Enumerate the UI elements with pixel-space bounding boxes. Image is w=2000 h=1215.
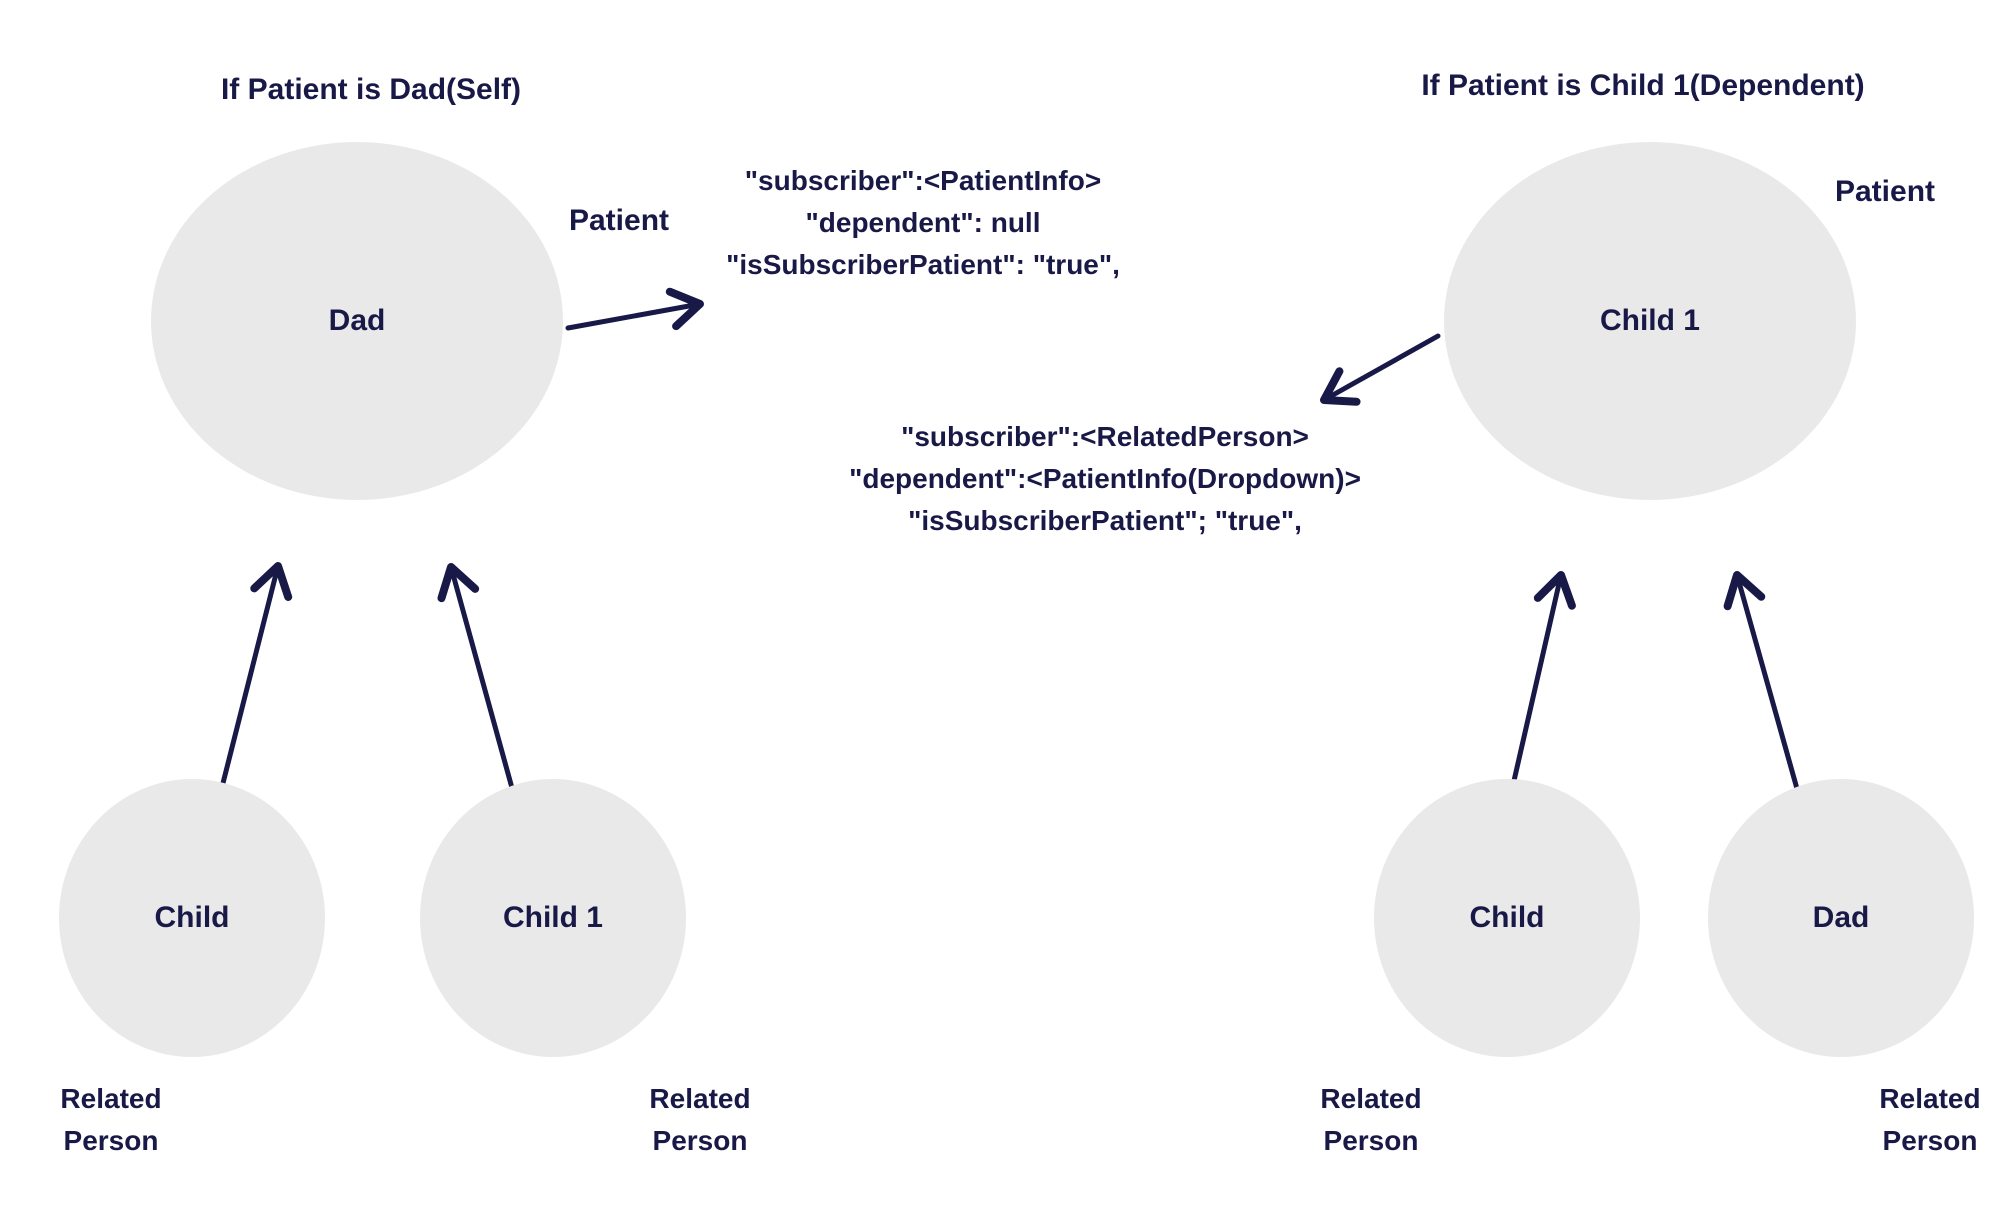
right-patient-label: Patient (1834, 175, 1936, 208)
right-dependent-ellipse-child: Child (1374, 779, 1640, 1057)
json-line: "subscriber":<RelatedPerson> (901, 421, 1309, 452)
right-scenario-title: If Patient is Child 1(Dependent) (1421, 69, 1865, 102)
json-line: "dependent": null (805, 207, 1041, 238)
json-line: "isSubscriberPatient": "true", (726, 249, 1120, 280)
arrow-child1-to-json (1320, 333, 1441, 406)
left-patient-label: Patient (568, 204, 670, 237)
json-line: "dependent":<PatientInfo(Dropdown)> (849, 463, 1361, 494)
arrow-right-child-to-child1 (1505, 571, 1576, 810)
arrow-left-child-to-dad (218, 562, 293, 794)
right-dependent-ellipse-dad: Dad (1708, 779, 1974, 1057)
arrow-dad-to-json (565, 287, 704, 331)
json-line: "subscriber":<PatientInfo> (744, 165, 1102, 196)
right-related-person-label-1: Related Person (1320, 1083, 1422, 1156)
right-subscriber-ellipse-label: Child 1 (1599, 304, 1700, 337)
left-subscriber-ellipse-label: Dad (328, 304, 386, 337)
arrow-right-dad-to-child1 (1723, 571, 1804, 806)
json-line: "isSubscriberPatient"; "true", (908, 505, 1302, 536)
left-scenario-title: If Patient is Dad(Self) (220, 73, 522, 106)
left-related-person-label-2: Related Person (649, 1083, 751, 1156)
right-json-annotation: "subscriber":<RelatedPerson> "dependent"… (805, 416, 1405, 542)
right-subscriber-ellipse-child1: Child 1 (1444, 142, 1856, 500)
left-related-person-label-1: Related Person (60, 1083, 162, 1156)
arrow-left-child1-to-dad (437, 563, 515, 791)
right-dependent-ellipse-dad-label: Dad (1812, 901, 1870, 934)
left-dependent-ellipse-child: Child (59, 779, 325, 1057)
left-dependent-ellipse-child1: Child 1 (420, 779, 686, 1057)
right-dependent-ellipse-child-label: Child (1469, 901, 1545, 934)
left-json-annotation: "subscriber":<PatientInfo> "dependent": … (673, 160, 1173, 286)
left-subscriber-ellipse-dad: Dad (151, 142, 563, 500)
left-dependent-ellipse-child-label: Child (154, 901, 230, 934)
left-dependent-ellipse-child1-label: Child 1 (502, 901, 603, 934)
right-related-person-label-2: Related Person (1879, 1083, 1981, 1156)
